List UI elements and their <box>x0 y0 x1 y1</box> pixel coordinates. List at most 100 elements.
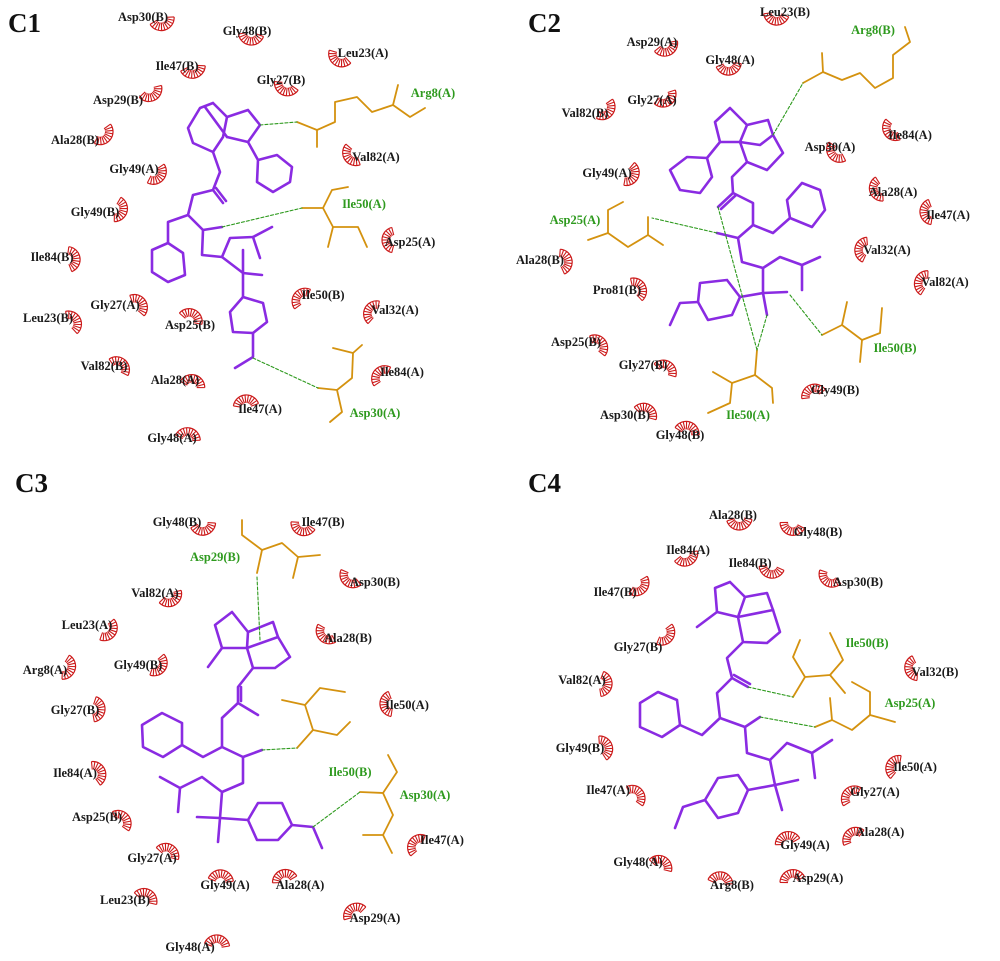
hydrophobic-spoke <box>814 384 818 393</box>
hydrophobic-spoke <box>744 517 753 521</box>
hydrophobic-spoke <box>911 655 917 664</box>
hydrophobic-spoke <box>793 526 798 535</box>
hydrophobic-spoke <box>72 326 80 332</box>
hydrophobic-spoke <box>781 833 787 841</box>
hydrophobic-spoke <box>139 888 143 897</box>
ligand-bond <box>736 236 765 299</box>
hydrophobic-spoke <box>379 703 389 706</box>
hydrophobic-spoke <box>636 294 643 302</box>
hydrophobic-residue-label: Asp25(B) <box>72 810 122 824</box>
hydrophobic-spoke <box>330 55 338 61</box>
residue-sidechain-bond <box>712 349 758 384</box>
hydrophobic-spoke <box>328 54 337 58</box>
hydrophobic-spoke <box>117 198 124 206</box>
hydrophobic-residue-label: Ile47(A) <box>238 402 282 416</box>
hydrophobic-spoke <box>216 934 219 944</box>
hydrophobic-spoke <box>884 129 892 136</box>
hydrophobic-spoke <box>224 874 232 881</box>
residue-sidechain-bond <box>707 382 733 414</box>
hydrophobic-residue-label: Asp30(B) <box>833 575 883 589</box>
hydrophobic-spoke <box>281 869 285 878</box>
hydrophobic-spoke <box>103 123 111 130</box>
hydrophobic-residue-label: Asp25(B) <box>551 335 601 349</box>
hydrophobic-spoke <box>99 632 104 641</box>
hydrophobic-spoke <box>775 567 783 574</box>
hydrophobic-spoke <box>187 427 191 436</box>
hydrophobic-spoke <box>71 257 81 260</box>
hydrophobic-residue-label: Ile47(B) <box>593 585 636 599</box>
hydrophobic-spoke <box>221 870 226 879</box>
hydrophobic-spoke <box>69 263 76 271</box>
hydrophobic-spoke <box>866 237 868 246</box>
hydrophobic-residue-label: Ala28(A) <box>276 878 325 892</box>
hydrophobic-spoke <box>870 181 879 187</box>
hydrophobic-spoke <box>108 628 117 633</box>
hydrophobic-spoke <box>153 84 162 88</box>
hydrophobic-spoke <box>840 154 844 163</box>
hydrophobic-spoke <box>630 167 639 172</box>
hydrophobic-spoke <box>829 152 837 159</box>
hydrophobic-spoke <box>759 566 768 571</box>
hydrophobic-spoke <box>635 789 643 796</box>
hydrophobic-spoke <box>779 15 786 23</box>
hydrogen-bond <box>312 791 361 828</box>
hydrophobic-spoke <box>732 63 741 68</box>
hydrophobic-spoke <box>69 311 73 320</box>
hydrophobic-spoke <box>731 64 740 71</box>
hydrophobic-spoke <box>150 92 156 101</box>
hydrophobic-spoke <box>108 630 116 636</box>
hydrophobic-spoke <box>108 621 117 626</box>
hydrophobic-spoke <box>334 57 340 66</box>
hydrophobic-spoke <box>194 377 202 385</box>
ligand-bond <box>703 773 750 820</box>
hydrophobic-spoke <box>175 434 184 439</box>
hydrophobic-spoke <box>653 363 661 370</box>
hydrophobic-spoke <box>363 310 372 314</box>
hydrophobic-spoke <box>653 97 660 104</box>
hydrophobic-spoke <box>667 89 676 94</box>
hydrophobic-residue-label: Leu23(A) <box>62 618 113 632</box>
hydrophobic-spoke <box>855 251 864 256</box>
hydrophobic-spoke <box>596 335 601 344</box>
hydrophobic-spoke <box>603 677 612 683</box>
hydrophobic-spoke <box>190 309 196 318</box>
hydrophobic-spoke <box>634 787 640 795</box>
hydrophobic-spoke <box>202 527 206 536</box>
hydrophobic-residue-label: Gly49(A) <box>109 162 158 176</box>
hydrophobic-spoke <box>740 521 744 530</box>
hydrophobic-spoke <box>606 104 616 107</box>
hydrophobic-spoke <box>689 550 698 553</box>
hydrophobic-spoke <box>599 349 607 354</box>
hydrophobic-spoke <box>599 111 602 120</box>
hydrophobic-spoke <box>629 175 637 182</box>
hydrophobic-spoke <box>383 232 391 238</box>
hydrophobic-spoke <box>563 256 572 261</box>
residue-sidechain-bond <box>859 339 863 363</box>
hydrophobic-spoke <box>861 254 867 263</box>
hydrophobic-spoke <box>560 249 565 258</box>
hydrophobic-spoke <box>207 937 214 945</box>
hydrophobic-spoke <box>774 16 777 26</box>
hydrophobic-residue-label: Asp29(A) <box>350 911 401 925</box>
hydrophobic-spoke <box>791 835 799 842</box>
hydrophobic-spoke <box>122 817 131 822</box>
hydrophobic-spoke <box>562 264 571 271</box>
hydrophobic-spoke <box>600 671 605 680</box>
hydrophobic-spoke <box>812 384 815 393</box>
residue-sidechain-bond <box>317 387 343 423</box>
hydrophobic-spoke <box>914 279 923 283</box>
hydrophobic-spoke <box>357 903 361 912</box>
hydrophobic-spoke <box>73 325 82 329</box>
hydrophobic-spoke <box>924 200 931 208</box>
hydrophobic-spoke <box>67 662 76 666</box>
hydrophobic-spoke <box>180 380 188 386</box>
hydrophobic-spoke <box>386 366 392 375</box>
hydrophobic-spoke <box>209 874 217 881</box>
hydrophobic-spoke <box>275 84 284 89</box>
residue-sidechain-bond <box>587 232 649 248</box>
hydrophobic-spoke <box>165 19 173 25</box>
hydrophobic-spoke <box>155 667 161 675</box>
hydrophobic-spoke <box>238 397 244 405</box>
hydrophobic-spoke <box>885 768 894 771</box>
